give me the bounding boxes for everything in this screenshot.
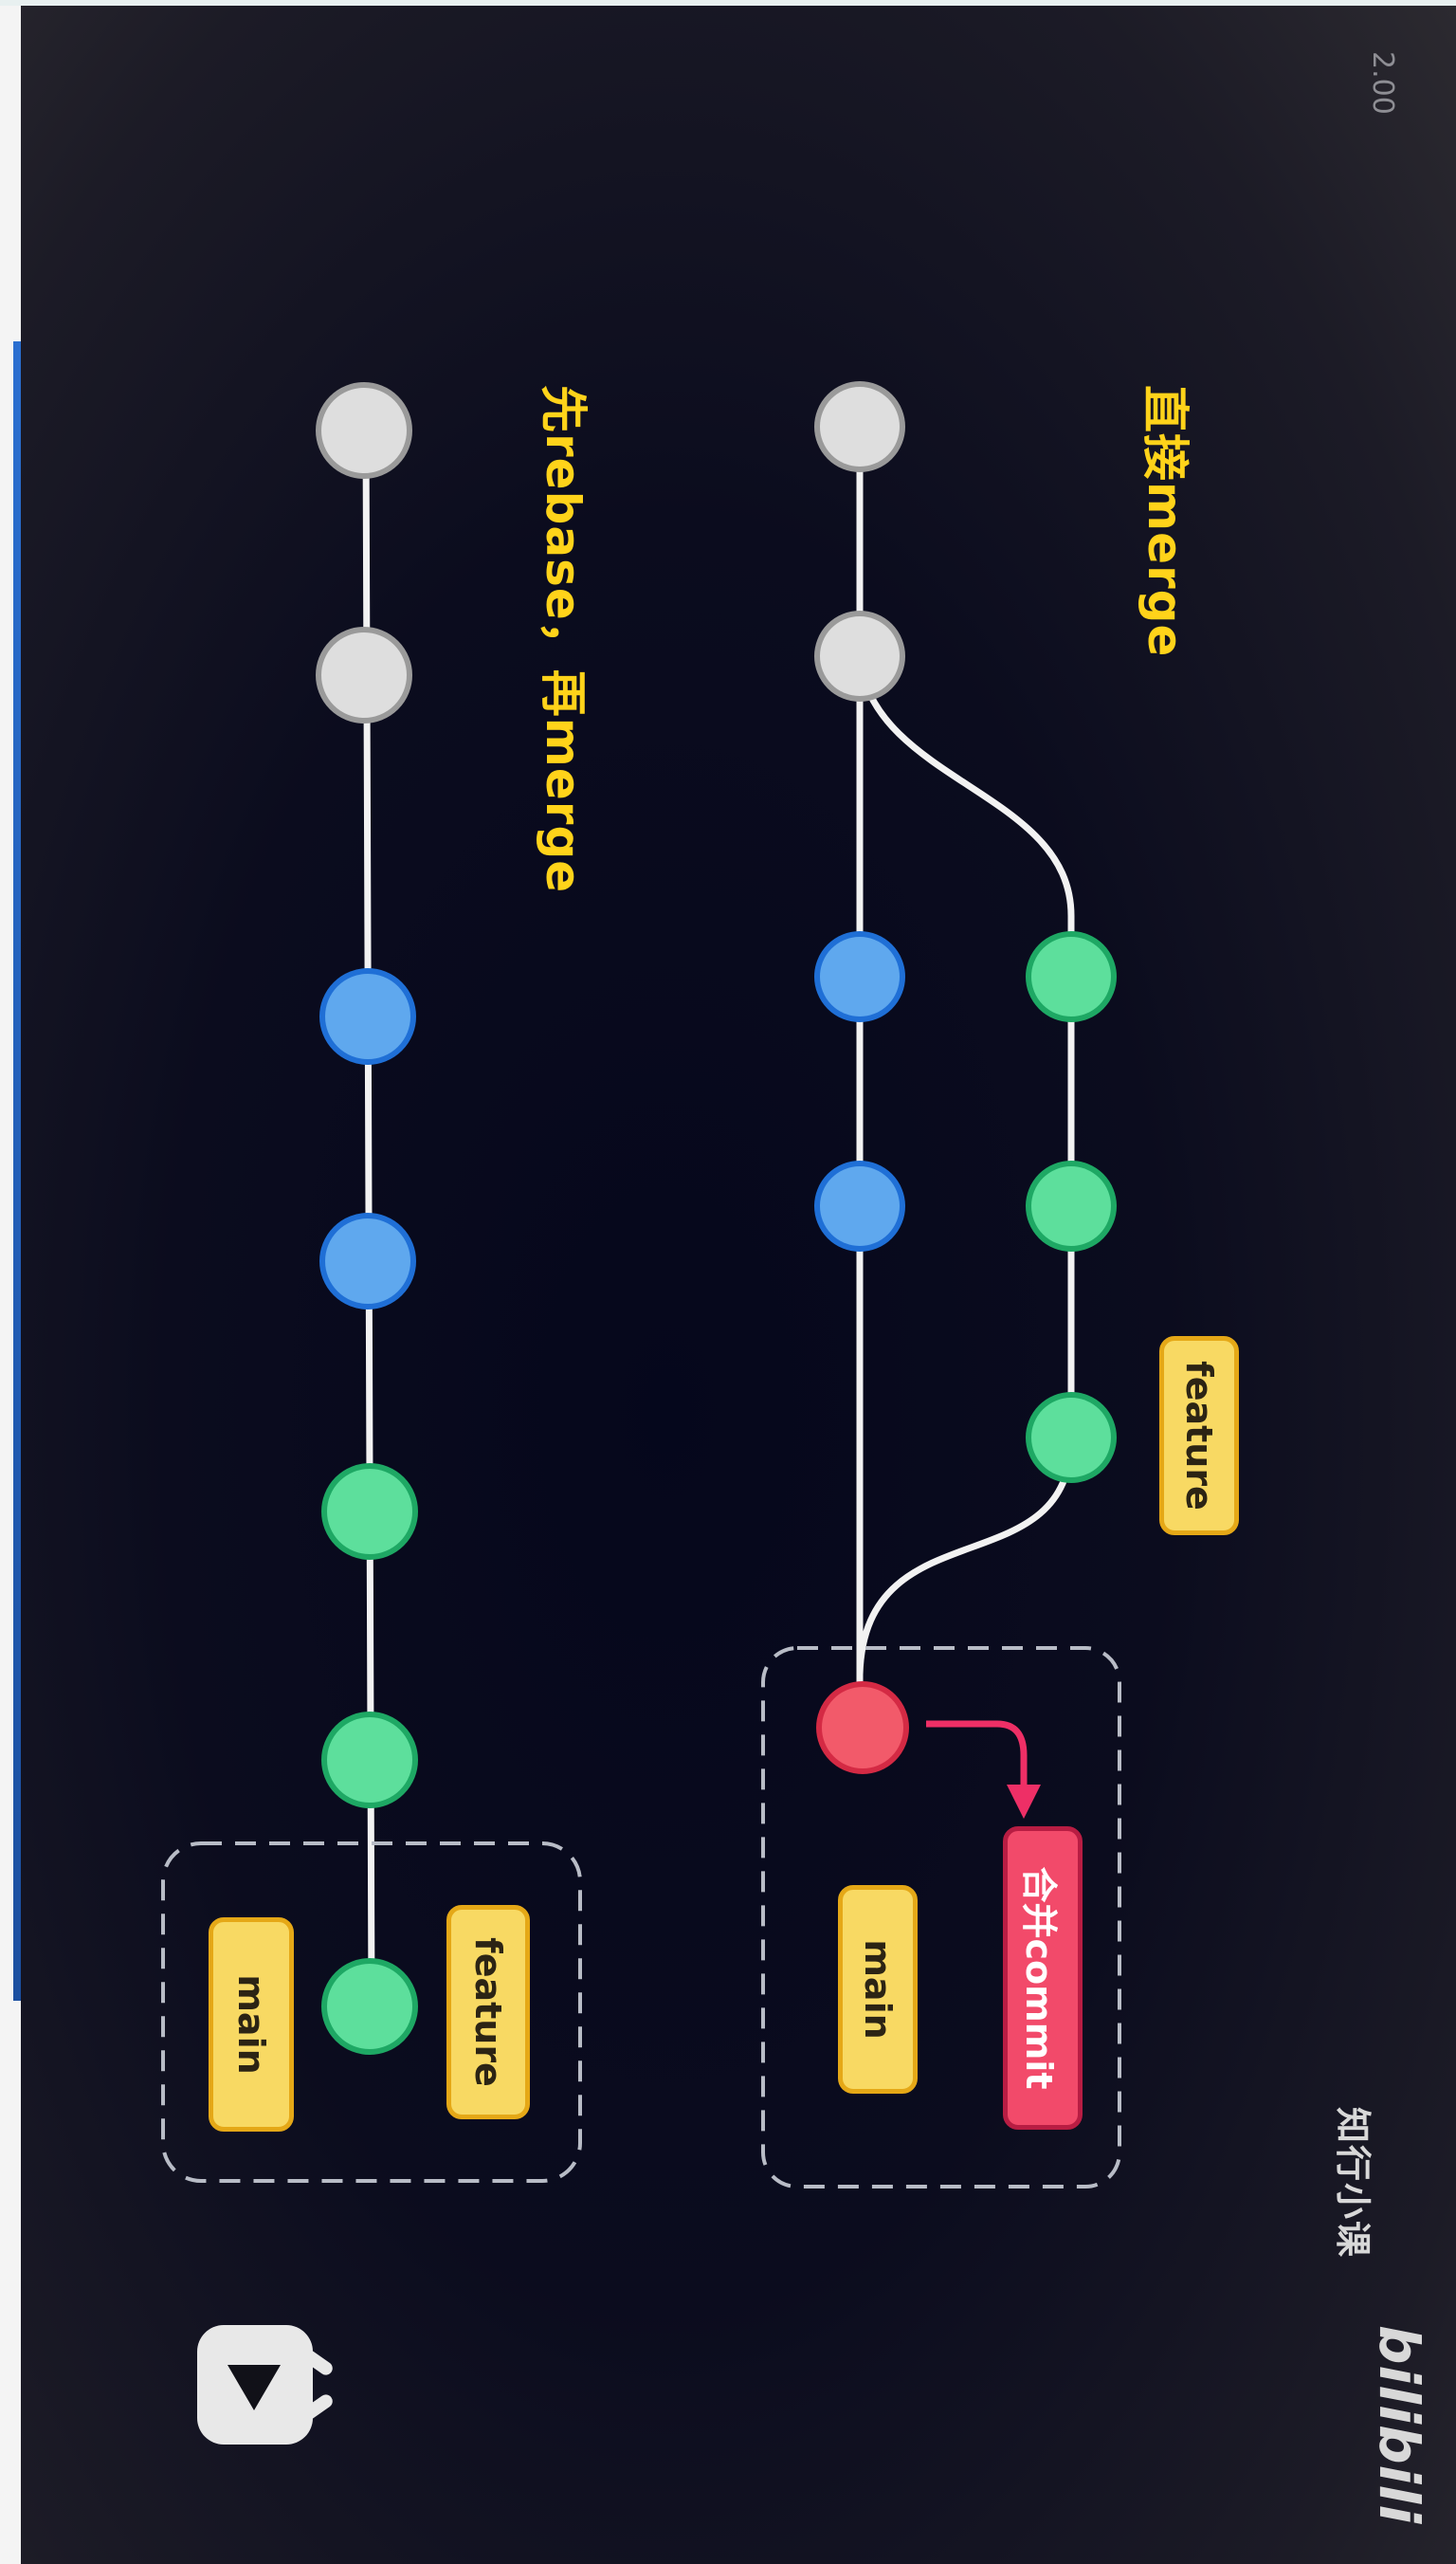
commit-node-feature-3	[1026, 1392, 1117, 1483]
edge-strip	[13, 341, 21, 2001]
bilibili-logo: bilibili	[1367, 2325, 1431, 2525]
rebase-node-feature-3	[321, 1958, 418, 2055]
commit-node-merge	[816, 1681, 909, 1774]
merge-commit-label: 合并commit	[1003, 1826, 1083, 2130]
video-frame: 2.00 直接merge 先rebase，再merge	[21, 6, 1456, 2564]
rebase-node-main-2	[319, 1213, 416, 1309]
rebase-node-feature-2	[321, 1712, 418, 1808]
commit-node-base-1	[814, 381, 905, 472]
rebase-node-feature-1	[321, 1463, 418, 1560]
rebase-node-base-1	[316, 382, 412, 479]
commit-node-main-2	[814, 1161, 905, 1252]
merge-graph-edges	[856, 423, 1075, 1731]
rebase-node-base-2	[316, 627, 412, 723]
git-graph	[161, 381, 1121, 2189]
commit-node-feature-1	[1026, 931, 1117, 1022]
commit-node-feature-2	[1026, 1161, 1117, 1252]
rebase-node-main-1	[319, 968, 416, 1065]
feature-merge-line	[856, 1434, 1075, 1678]
rebase-feature-branch-label: feature	[446, 1905, 530, 2119]
main-branch-label: main	[838, 1885, 918, 2094]
channel-name: 知行小课	[1332, 2107, 1374, 2260]
merge-commit-arrow-head	[1007, 1785, 1041, 1819]
merge-head-group-box	[761, 1646, 1121, 2189]
rebase-main-branch-label: main	[209, 1917, 294, 2132]
bilibili-tv-icon[interactable]	[190, 2308, 341, 2460]
feature-branch-label: feature	[1159, 1336, 1239, 1535]
commit-node-main-1	[814, 931, 905, 1022]
commit-node-base-2	[814, 611, 905, 702]
feature-branch-out-line	[856, 658, 1075, 986]
rebase-head-group-box	[161, 1841, 582, 2183]
top-bar	[0, 0, 1456, 6]
merge-commit-arrow	[926, 1720, 1028, 1798]
